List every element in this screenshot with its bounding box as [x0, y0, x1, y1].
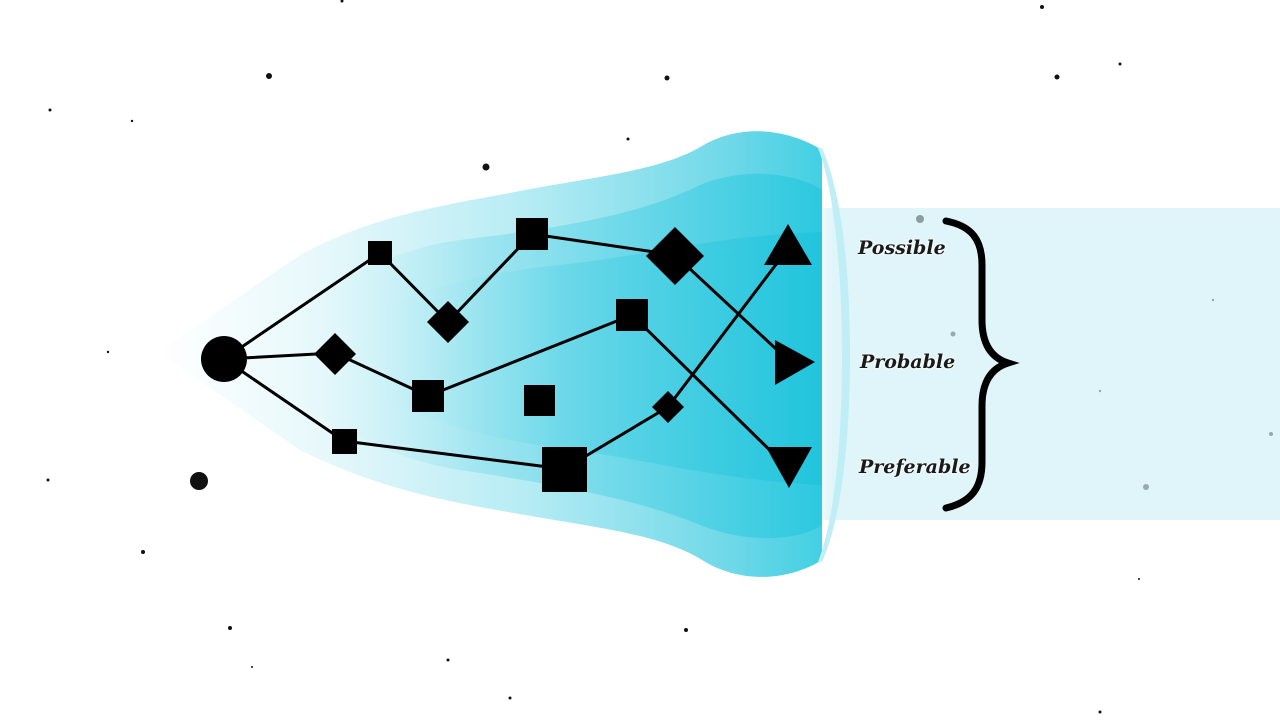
arrow-head-right — [775, 340, 815, 385]
nodes — [201, 218, 815, 492]
label-preferable: Preferable — [859, 456, 971, 478]
square-node — [412, 380, 444, 412]
diamond-node — [314, 333, 356, 375]
diamond-node — [652, 391, 684, 423]
square-node — [368, 241, 392, 265]
arrow-head-down — [766, 447, 812, 488]
diamond-node — [427, 301, 469, 343]
label-possible: Possible — [858, 237, 946, 259]
cone-mouth — [818, 148, 850, 562]
square-node — [524, 385, 555, 416]
square-node — [516, 218, 548, 250]
futures-band — [812, 208, 1280, 520]
diamond-node — [646, 227, 704, 285]
label-probable: Probable — [860, 351, 956, 373]
cone-core — [300, 232, 822, 485]
square-node — [332, 429, 357, 454]
background-dots — [46, 0, 1140, 714]
grouping-brace — [942, 217, 1020, 512]
band-dots — [916, 215, 1273, 490]
origin-node — [201, 336, 247, 382]
square-node — [542, 447, 587, 492]
arrow-head-up — [764, 224, 812, 265]
square-node — [616, 299, 648, 331]
